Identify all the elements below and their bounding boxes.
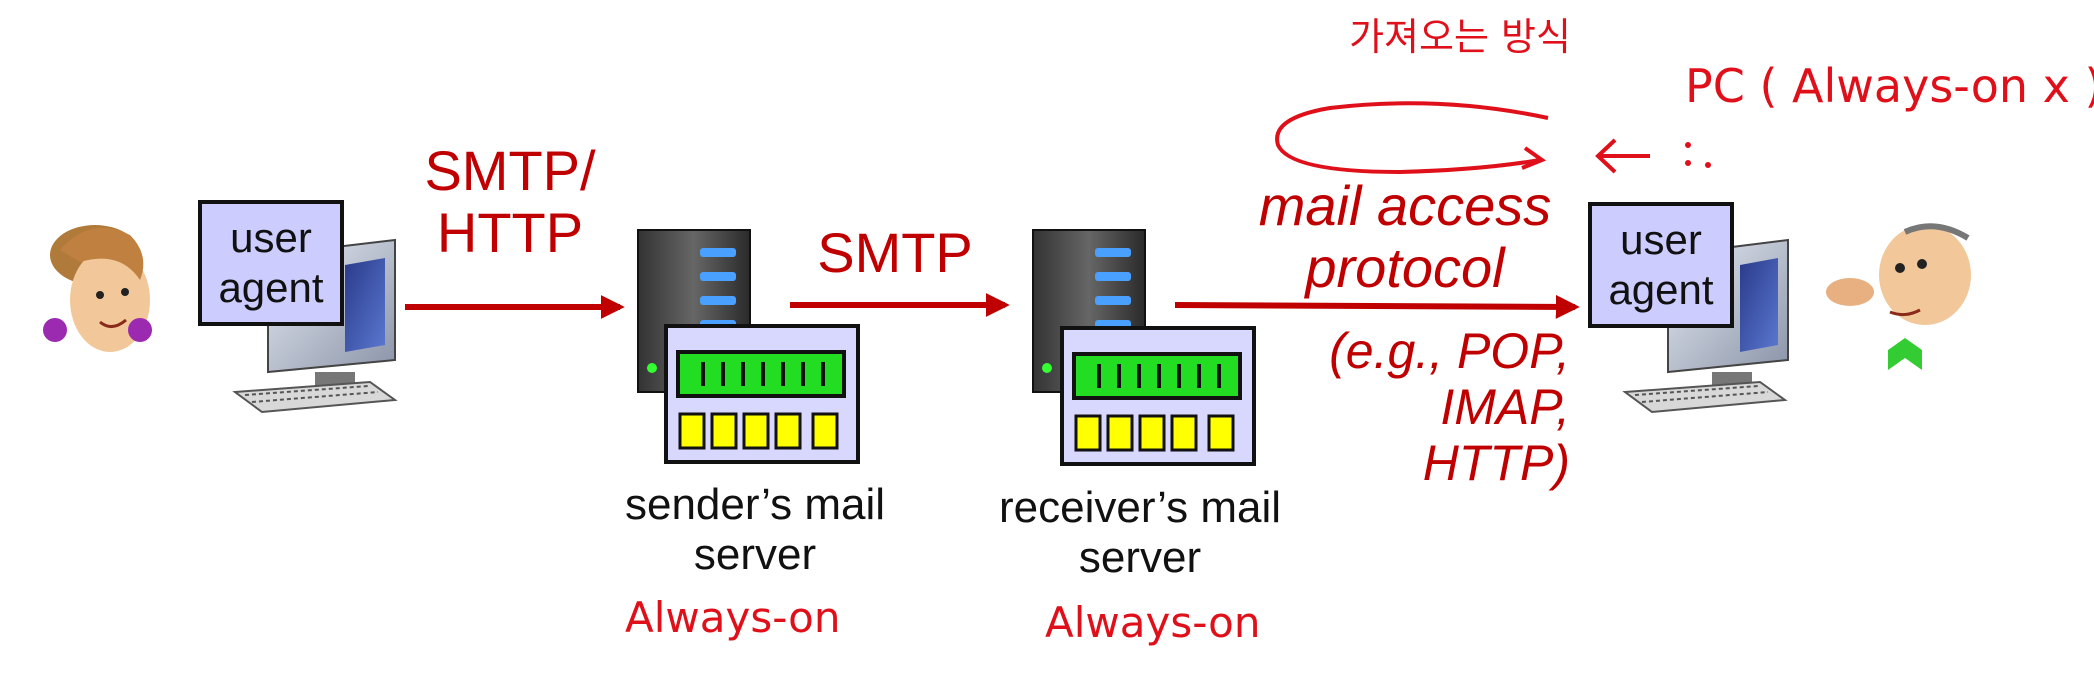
receiver-always-on-note: Always-on bbox=[1045, 598, 1261, 647]
sender-server-caption: sender’s mail server bbox=[590, 480, 920, 580]
smtp-http-label-line1: SMTP/ bbox=[424, 139, 596, 202]
hand-loop-arrowhead bbox=[1521, 146, 1547, 170]
receiver-user-agent-box: user agent bbox=[1588, 202, 1734, 328]
hand-dots bbox=[1685, 142, 1711, 168]
sender-server-icon bbox=[637, 229, 860, 464]
receiver-ua-line2: agent bbox=[1608, 266, 1714, 313]
arrow-receiver-to-ua bbox=[1174, 294, 1580, 319]
hand-left-arrow bbox=[1595, 138, 1650, 174]
sender-ua-line2: agent bbox=[218, 264, 324, 311]
smtp-label: SMTP bbox=[817, 221, 973, 284]
korean-note: 가져오는 방식 bbox=[1349, 15, 1571, 59]
mail-access-label-line1: mail access bbox=[1258, 174, 1552, 237]
receiver-server-caption-line1: receiver’s mail bbox=[998, 483, 1281, 532]
receiver-server-caption-line2: server bbox=[1078, 533, 1202, 582]
mail-access-label-line2: protocol bbox=[1305, 236, 1505, 299]
smtp-http-label: SMTP/ HTTP bbox=[395, 140, 625, 264]
access-examples-label: (e.g., POP, IMAP, HTTP) bbox=[1260, 323, 1570, 491]
sender-user-agent-box: user agent bbox=[198, 200, 344, 326]
sender-person-icon bbox=[43, 225, 152, 352]
pc-note: PC ( Always-on x ) bbox=[1685, 59, 2094, 113]
sender-ua-line1: user bbox=[230, 214, 312, 261]
access-examples-line1: (e.g., POP, bbox=[1329, 323, 1570, 379]
mail-access-protocol-label: mail access protocol bbox=[1240, 175, 1570, 299]
access-examples-line2: IMAP, bbox=[1440, 379, 1570, 435]
receiver-person-icon bbox=[1826, 223, 1971, 370]
sender-server-caption-line2: server bbox=[693, 530, 817, 579]
sender-server-caption-line1: sender’s mail bbox=[624, 480, 886, 529]
hand-loop bbox=[1275, 101, 1549, 175]
sender-always-on-note: Always-on bbox=[625, 593, 841, 642]
smtp-http-label-line2: HTTP bbox=[436, 201, 584, 264]
receiver-ua-line1: user bbox=[1620, 216, 1702, 263]
receiver-server-caption: receiver’s mail server bbox=[960, 483, 1320, 583]
access-examples-line3: HTTP) bbox=[1422, 435, 1570, 491]
receiver-server-icon bbox=[1032, 229, 1256, 466]
